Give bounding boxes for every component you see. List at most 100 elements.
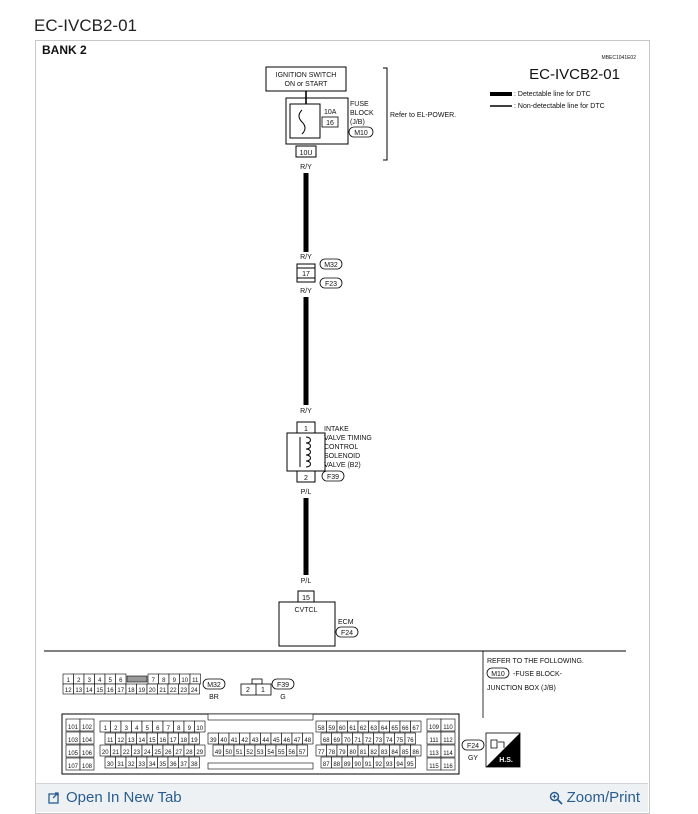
ecm-pin: 62 [360,726,367,732]
ecm-pin-name: CVTCL [295,607,318,614]
ecm-pin: 23 [133,750,140,756]
ecm-pin: 94 [396,762,403,768]
pin-cell [79,757,95,771]
f39-color: G [280,694,285,701]
ecm-pin: 47 [294,738,301,744]
ecm-pin: 58 [318,726,325,732]
bank-label: BANK 2 [42,43,87,57]
ecm-pin: 48 [304,738,311,744]
ecm-pin: 52 [246,750,253,756]
ecm-pin: 50 [225,750,232,756]
ecm-pin: 55 [278,750,285,756]
ecm-pin: 84 [391,750,398,756]
f39-latch [251,678,263,685]
ecm-pin: 83 [381,750,388,756]
m32-pin: 16 [107,688,114,694]
m32-pin: 23 [180,688,187,694]
m32-color: BR [209,694,219,701]
ecm-pin: 22 [123,750,130,756]
ecm-pin: 14 [138,738,145,744]
ecm-pin: 81 [360,750,367,756]
fuse-connector: M10 [354,130,368,137]
fuse-inner-box [289,103,321,139]
ecm-pin: 31 [117,762,124,768]
f39-pin-1: 1 [261,687,265,694]
ecm-pin: 71 [354,738,361,744]
wire-ry-4: R/Y [300,408,312,415]
ecm-pin: 5 [146,726,150,732]
solenoid-line-4: VALVE (B2) [324,462,361,469]
ecm-pin: 91 [365,762,372,768]
ecm-pin: 41 [231,738,238,744]
m32-pin: 17 [117,688,124,694]
pin-cell [440,744,456,758]
m32-pin: 4 [98,678,102,684]
m32-pin: 10 [181,678,188,684]
power-bracket [383,67,388,161]
ecm-pin: 33 [138,762,145,768]
pin-cell [79,718,95,732]
ecm-pin: 45 [273,738,280,744]
ecm-pin: 39 [210,738,217,744]
ecm-pin: 4 [135,726,139,732]
ecm-pin: 25 [154,750,161,756]
pin-cell [194,720,206,733]
solenoid-line-3: SOLENOID [324,453,360,460]
ecm-pin: 37 [180,762,187,768]
hs-hand-icon [490,739,505,749]
ignition-line2: ON or START [285,81,329,88]
wire-pl-1: P/L [301,489,312,496]
ecm-pin: 87 [323,762,330,768]
fuse-label3: (J/B) [350,119,365,126]
m32-pin: 21 [159,688,166,694]
ecm-pin: 2 [114,726,118,732]
fuse-terminal-box [295,145,317,158]
ecm-pin: 89 [344,762,351,768]
pin-cell [194,744,206,757]
ecm-pin: 64 [381,726,388,732]
ecm-pin: 74 [386,738,393,744]
ecm-pin: 38 [191,762,198,768]
solenoid-box [286,432,326,472]
m32-key [126,675,148,683]
ecm-pin: 70 [344,738,351,744]
ecm-pin: 29 [196,750,203,756]
m32-pin: 22 [170,688,177,694]
joint-conn-bottom-badge [319,277,343,289]
pin-cell [188,732,200,745]
fuse-amp: 10A [324,109,337,116]
zoom-print-link[interactable]: Zoom/Print [549,789,640,806]
ecm-pin: 107 [68,764,79,770]
ecm-pin: 28 [186,750,193,756]
solenoid-line-1: VALVE TIMING [324,435,372,442]
m32-pin: 14 [86,688,93,694]
ecm-pin: 1 [104,726,108,732]
ecm-pin: 82 [370,750,377,756]
pin-cell [188,683,200,695]
f24-color: GY [468,755,478,762]
ecm-pin: 24 [144,750,151,756]
ecm-pin: 114 [443,751,453,757]
open-new-tab-link[interactable]: Open In New Tab [48,789,182,806]
m32-pin: 24 [191,688,198,694]
ecm-pin: 115 [429,764,439,770]
m32-pin: 5 [109,678,113,684]
ecm-pin: 105 [68,751,79,757]
pin-cell [440,731,456,745]
pin-cell [302,732,314,745]
legend-non-detectable: : Non-detectable line for DTC [514,103,605,110]
solenoid-coil-icon [305,436,311,468]
ecm-pin: 75 [396,738,403,744]
open-new-tab-label: Open In New Tab [66,789,182,806]
wire-ry-1: R/Y [300,164,312,171]
ecm-pin: 65 [391,726,398,732]
solenoid-line-0: INTAKE [324,426,349,433]
fuse-label1: FUSE [350,101,369,108]
ecm-connector-badge [335,626,359,638]
m32-pin: 12 [65,688,72,694]
fuse-label2: BLOCK [350,110,374,117]
fuse-number: 16 [326,120,334,127]
ecm-pin: 3 [125,726,129,732]
open-tab-icon [48,791,59,804]
